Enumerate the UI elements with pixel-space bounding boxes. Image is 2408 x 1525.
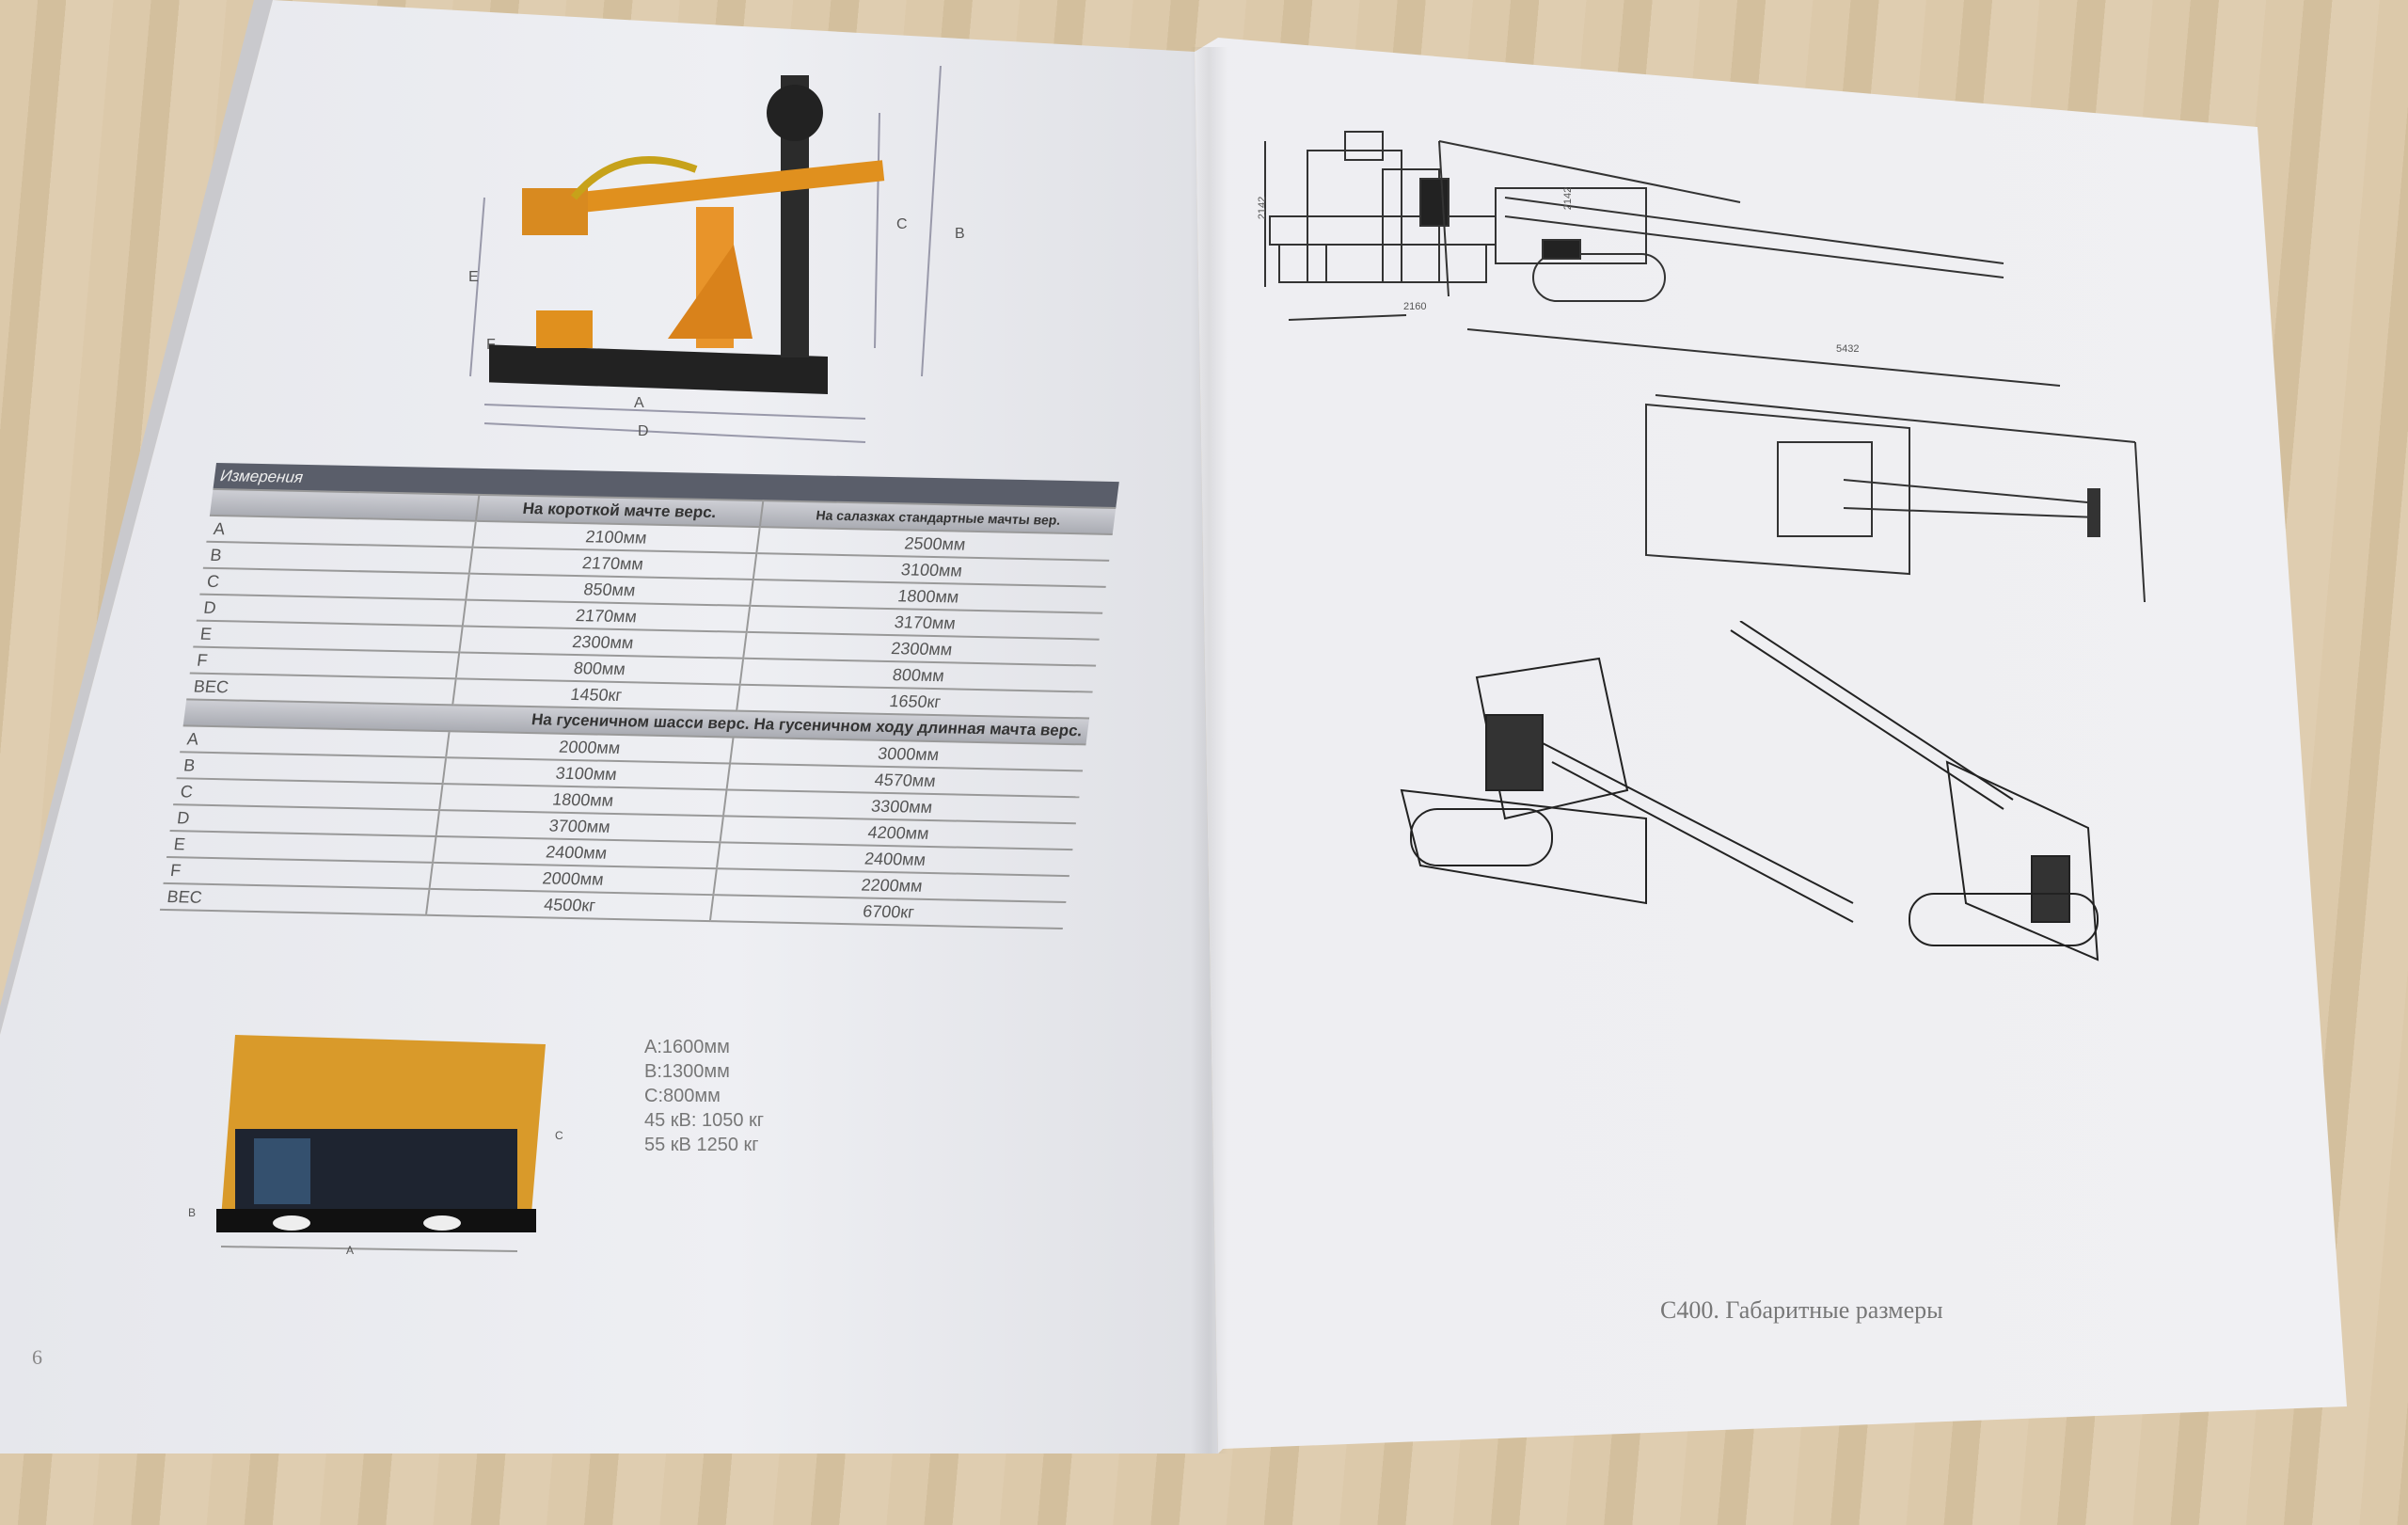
figure-caption: С400. Габаритные размеры (1660, 1296, 1943, 1324)
spec-45kv: 45 кВ: 1050 кг (644, 1110, 765, 1131)
pu-label-b: B (188, 1206, 197, 1219)
side-length-dim: 5432 (1836, 343, 1860, 355)
page-number: 6 (32, 1345, 42, 1369)
cell-label: ВЕС (160, 882, 430, 915)
side-height-dim: 2142 (1562, 186, 1575, 211)
dim-label-a: A (634, 395, 644, 411)
spec-55kv: 55 кВ 1250 кг (644, 1135, 759, 1155)
book-spine-shadow (1190, 47, 1228, 1454)
spec-a: A:1600мм (644, 1037, 730, 1057)
power-unit-image (216, 1035, 546, 1252)
dimensions-table: Измерения На короткой мачте верс. На сал… (160, 463, 1119, 929)
dim-label-c: C (896, 216, 908, 232)
pu-label-a: A (346, 1244, 355, 1257)
spec-b: B:1300мм (644, 1061, 730, 1082)
spec-c: C:800мм (644, 1086, 721, 1106)
top-view-drawing (1645, 394, 2146, 603)
isometric-views-drawing (1400, 621, 2099, 961)
pu-label-c: C (555, 1129, 563, 1142)
front-side-view-drawings (1264, 131, 2061, 387)
front-height-dim: 2142 (1257, 196, 1269, 220)
dim-label-f: F (486, 337, 496, 353)
front-width-dim: 2160 (1403, 301, 1427, 312)
power-unit-specs: A:1600мм B:1300мм C:800мм 45 кВ: 1050 кг… (644, 1035, 764, 1157)
cell-v1: 4500кг (425, 888, 714, 922)
drilling-rig-image (469, 65, 942, 443)
dim-label-d: D (638, 423, 649, 439)
dim-label-e: E (468, 269, 479, 285)
dim-label-b: B (955, 226, 965, 242)
